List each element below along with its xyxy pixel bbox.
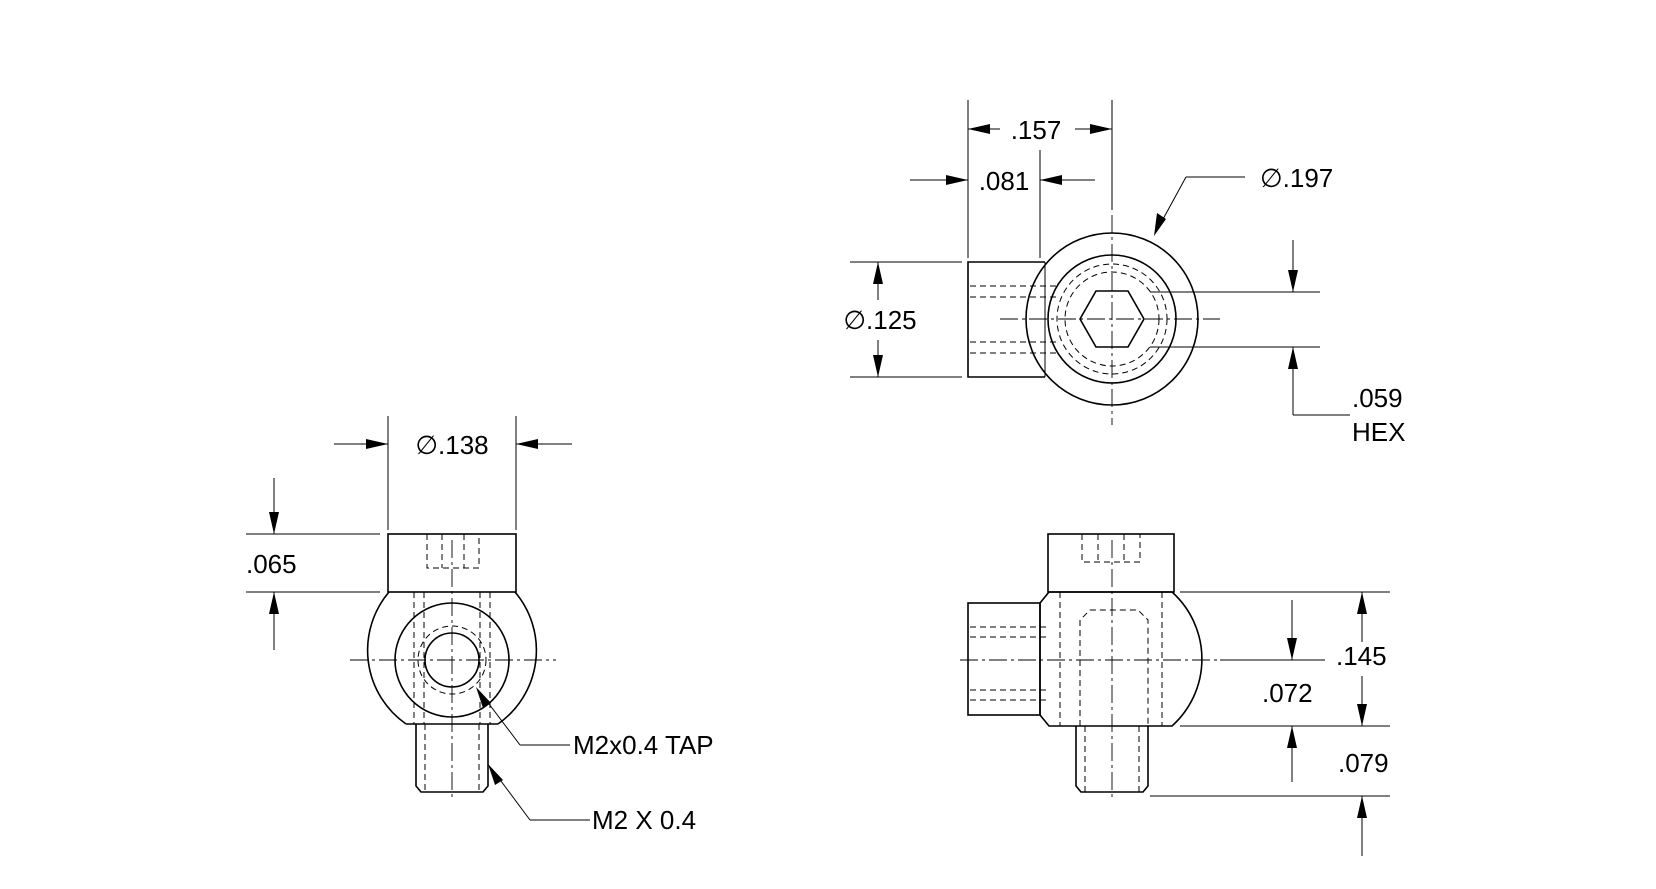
dim-stem-diameter: ∅.125 (843, 305, 916, 335)
dim-center-height: .072 (1262, 678, 1313, 708)
dim-overall-width: .157 (1011, 115, 1062, 145)
threaded-shank (415, 724, 489, 793)
dim-thread-length: .079 (1338, 748, 1389, 778)
dim-screw-diameter: ∅.138 (415, 430, 488, 460)
side-body-outline (1039, 591, 1203, 727)
side-stem-outline (967, 602, 1041, 716)
top-view: .157 .081 ∅.197 ∅.125 .059 HEX (843, 100, 1405, 447)
hex-label: HEX (1352, 417, 1405, 447)
dim-hex-size: .059 (1352, 383, 1403, 413)
dim-body-height: .145 (1336, 641, 1387, 671)
stem-outline (967, 261, 1045, 378)
thread-callout: M2 X 0.4 (592, 805, 696, 835)
dim-head-height: .065 (246, 549, 297, 579)
tap-callout: M2x0.4 TAP (573, 730, 714, 760)
side-threaded-shank (1075, 726, 1149, 793)
dim-stem-width: .081 (979, 166, 1030, 196)
side-head-outline (1047, 533, 1175, 593)
body-left-arc (366, 591, 407, 725)
side-view: .145 .072 .079 (960, 533, 1390, 856)
dim-body-diameter: ∅.197 (1260, 163, 1333, 193)
front-view: ∅.138 .065 M2x0.4 TAP M2 X 0.4 (246, 416, 714, 835)
body-right-arc (497, 591, 538, 725)
